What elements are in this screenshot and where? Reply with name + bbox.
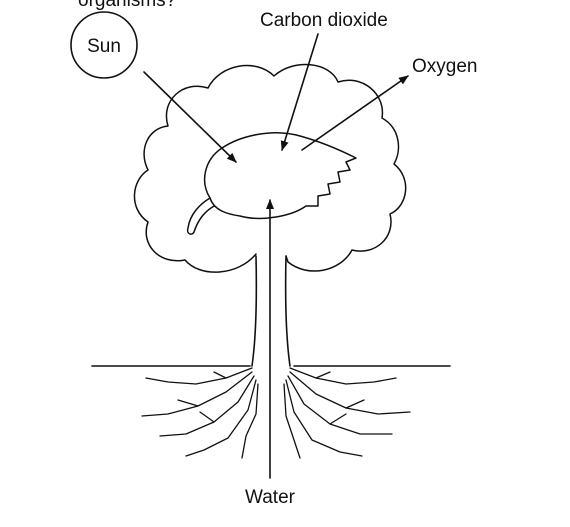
oxygen-arrow [301, 75, 409, 151]
oxygen-label: Oxygen [412, 56, 477, 77]
tree-trunk [251, 255, 291, 367]
sun-to-leaf-arrow [143, 71, 237, 163]
leaf [186, 132, 357, 235]
sun-label: Sun [87, 36, 121, 57]
sun: Sun [70, 11, 138, 79]
carbon-dioxide-label: Carbon dioxide [260, 10, 388, 31]
question-text-fragment: organisms? [78, 0, 176, 11]
carbon-dioxide-arrow [280, 33, 319, 151]
sun-circle [70, 11, 138, 79]
tree-crown [133, 63, 407, 273]
water-label: Water [245, 487, 296, 508]
roots [141, 367, 411, 459]
leaf-stem [186, 197, 215, 235]
